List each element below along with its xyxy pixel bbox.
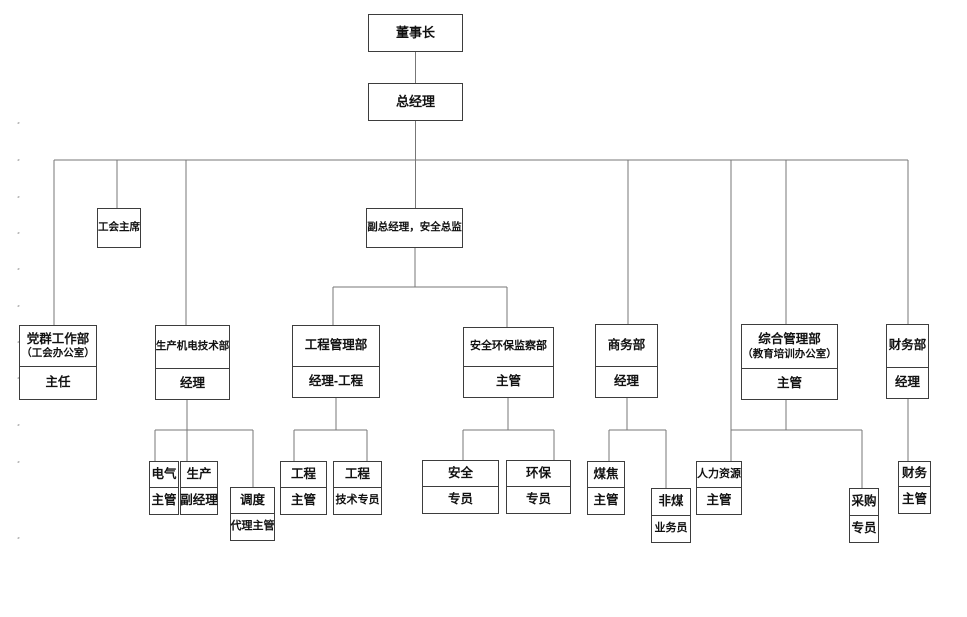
dept-name: 财务部 [888, 338, 927, 353]
org-node-label: 工会主席 [98, 221, 140, 234]
pos-title: 主管 [281, 487, 326, 514]
pos-name: 安全 [447, 465, 473, 480]
pos-title: 主管 [150, 487, 178, 514]
pos-title: 技术专员 [334, 487, 381, 514]
pos-title: 主管 [588, 487, 624, 514]
pos-name: 人力资源 [697, 467, 741, 480]
org-node-dept-production-mech-tech: 生产机电技术部 经理 [155, 325, 230, 400]
pos-title: 主管 [697, 487, 741, 514]
pos-name: 非煤 [658, 494, 684, 509]
pos-title: 专员 [507, 486, 570, 513]
pos-name: 调度 [239, 492, 265, 507]
dept-title: 主管 [742, 368, 837, 399]
dept-name: 商务部 [607, 337, 646, 352]
pos-name: 煤焦 [593, 466, 619, 481]
org-node-label: 董事长 [395, 24, 435, 40]
pos-title: 专员 [423, 486, 498, 513]
pos-title: 副经理 [180, 487, 218, 514]
org-node-label: 副总经理，安全总监 [367, 221, 462, 234]
org-node-coal-coke-supervisor: 煤焦 主管 [587, 461, 625, 515]
dept-name-2: （教育培训办公室） [742, 347, 837, 360]
org-node-dept-finance: 财务部 经理 [886, 324, 929, 399]
org-node-env-specialist: 环保 专员 [506, 460, 571, 514]
pos-title: 主管 [899, 486, 930, 513]
pos-title: 业务员 [652, 515, 690, 542]
org-node-non-coal-salesperson: 非煤 业务员 [651, 488, 691, 543]
org-node-chairman: 董事长 [368, 14, 463, 52]
org-node-dept-party-mass-work: 党群工作部 （工会办公室） 主任 [19, 325, 97, 400]
dept-name: 综合管理部 [758, 332, 821, 347]
org-node-procurement-specialist: 采购 专员 [849, 488, 879, 543]
pos-name: 环保 [525, 465, 551, 480]
pos-name: 工程 [344, 466, 370, 481]
dept-title: 经理 [887, 367, 928, 398]
pos-name: 电气 [151, 466, 177, 481]
org-node-dept-commerce: 商务部 经理 [595, 324, 658, 398]
dept-name: 安全环保监察部 [470, 340, 547, 353]
org-node-electrical-supervisor: 电气 主管 [149, 461, 179, 515]
org-node-deputy-gm-safety-director: 副总经理，安全总监 [366, 208, 463, 248]
org-node-engineering-tech-specialist: 工程 技术专员 [333, 461, 382, 515]
org-node-production-deputy-manager: 生产 副经理 [180, 461, 218, 515]
dept-name-2: （工会办公室） [21, 347, 95, 360]
dept-title: 主任 [20, 366, 96, 399]
pos-title: 专员 [850, 515, 878, 542]
org-node-general-manager: 总经理 [368, 83, 463, 121]
dept-name: 工程管理部 [304, 338, 368, 353]
dept-title: 经理 [596, 366, 657, 397]
org-node-safety-specialist: 安全 专员 [422, 460, 499, 514]
org-node-dept-engineering-mgmt: 工程管理部 经理-工程 [292, 325, 380, 398]
dept-name: 党群工作部 [26, 331, 90, 346]
org-node-hr-supervisor: 人力资源 主管 [696, 461, 742, 515]
pos-name: 生产 [186, 466, 212, 481]
dept-title: 主管 [464, 366, 553, 397]
org-node-dept-general-admin: 综合管理部 （教育培训办公室） 主管 [741, 324, 838, 400]
org-node-dispatch-acting-supervisor: 调度 代理主管 [230, 487, 275, 541]
pos-name: 工程 [290, 466, 316, 481]
org-node-engineering-supervisor: 工程 主管 [280, 461, 327, 515]
org-node-label: 总经理 [395, 93, 435, 109]
org-node-dept-safety-env-supervision: 安全环保监察部 主管 [463, 327, 554, 398]
dept-title: 经理-工程 [293, 366, 379, 397]
dept-title: 经理 [156, 368, 229, 399]
pos-title: 代理主管 [231, 513, 275, 540]
pos-name: 采购 [851, 494, 877, 509]
org-node-union-chairman: 工会主席 [97, 208, 141, 248]
org-node-finance-supervisor: 财务 主管 [898, 461, 931, 514]
dept-name: 生产机电技术部 [155, 340, 230, 353]
pos-name: 财务 [901, 466, 927, 481]
